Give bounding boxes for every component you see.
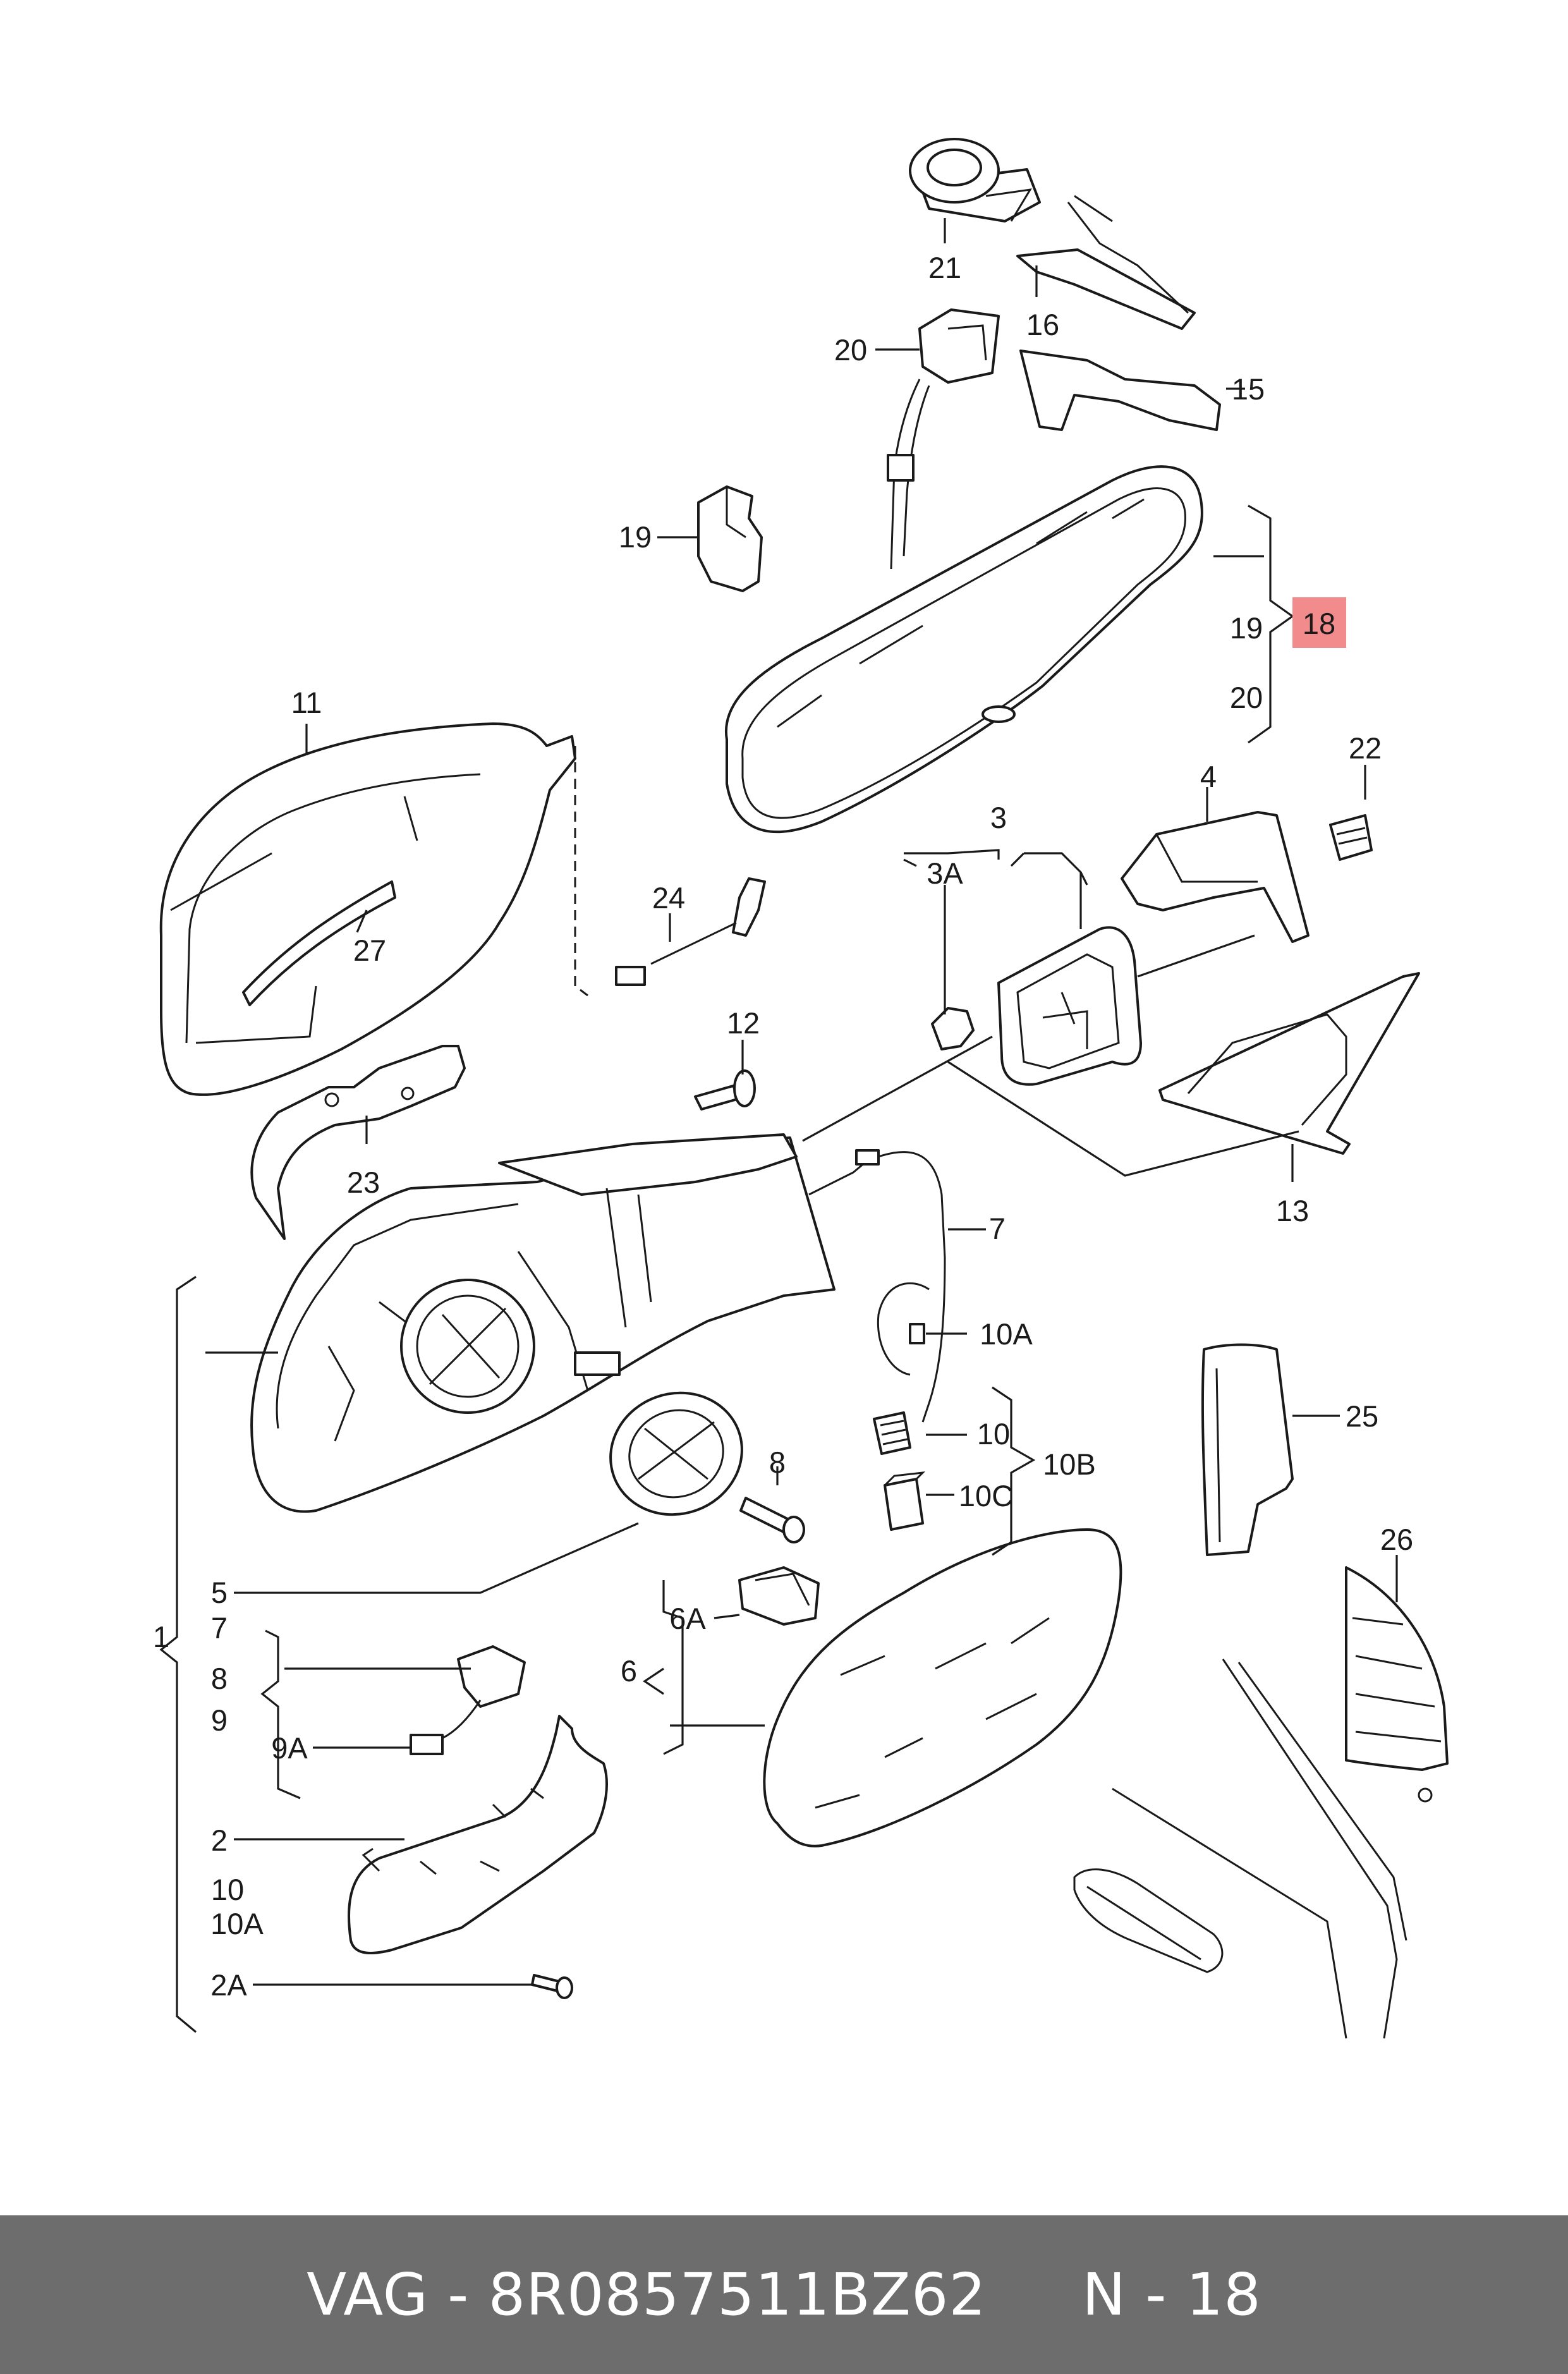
part-15-cover — [1019, 350, 1221, 431]
label-19-bracket: 19 — [619, 520, 652, 554]
label-8-switch: 8 — [211, 1662, 228, 1695]
part-22-clip — [1329, 814, 1373, 861]
part-7-cable — [808, 1149, 946, 1423]
label-5: 5 — [211, 1576, 228, 1609]
label-27: 27 — [353, 934, 386, 967]
label-10-group: 10 — [211, 1873, 244, 1906]
label-12: 12 — [727, 1006, 760, 1040]
label-21: 21 — [928, 251, 961, 284]
footer-part-number: VAG - 8R0857511BZ62 N - 18 — [307, 2261, 1261, 2328]
part-20-connector — [887, 308, 1000, 569]
label-1: 1 — [153, 1620, 169, 1653]
label-24: 24 — [652, 881, 685, 915]
label-20-top: 20 — [834, 333, 867, 367]
part-8-switch — [442, 1645, 526, 1739]
label-22: 22 — [1349, 731, 1382, 765]
label-10-connector: 10 — [977, 1417, 1010, 1451]
part-13-triangle-cover — [1158, 972, 1420, 1155]
label-16: 16 — [1026, 308, 1059, 341]
label-11: 11 — [291, 686, 322, 719]
part-2a-screw — [531, 1974, 573, 1999]
alignment-lines — [802, 934, 1299, 1177]
label-20-group: 20 — [1230, 681, 1263, 714]
part-27-strip — [242, 880, 396, 1006]
part-10c-connector — [884, 1471, 926, 1531]
part-18-interior-mirror — [724, 465, 1203, 833]
label-10c: 10C — [959, 1479, 1013, 1513]
part-8-screw — [739, 1497, 805, 1543]
highlight-18 — [1292, 597, 1346, 648]
part-3-adjuster — [931, 926, 1142, 1086]
label-3: 3 — [990, 801, 1007, 834]
part-25-cover — [1201, 1343, 1294, 1556]
door-outline — [1073, 1659, 1407, 2039]
label-10a-group: 10A — [210, 1907, 264, 1940]
part-23-bracket — [250, 1045, 466, 1240]
part-10-connector — [873, 1411, 911, 1455]
label-10a-cable: 10A — [980, 1317, 1033, 1351]
label-19-group: 19 — [1230, 611, 1263, 645]
part-12-screw — [694, 1069, 756, 1111]
part-6-mirror-glass — [763, 1528, 1122, 1847]
label-2a: 2A — [210, 1968, 247, 2002]
guide-line-11 — [574, 746, 588, 997]
part-10a-connector — [909, 1323, 925, 1344]
label-4: 4 — [1200, 760, 1217, 793]
label-9a: 9A — [271, 1731, 308, 1765]
part-24-wire — [615, 877, 766, 986]
label-8-screw: 8 — [769, 1446, 786, 1479]
label-13: 13 — [1276, 1194, 1309, 1227]
part-9a-connector — [410, 1734, 444, 1755]
label-15: 15 — [1232, 372, 1265, 406]
label-26: 26 — [1380, 1523, 1413, 1556]
part-19-bracket — [697, 485, 763, 592]
footer-bar: VAG - 8R0857511BZ62 N - 18 — [0, 2215, 1568, 2374]
label-7-cable: 7 — [989, 1212, 1006, 1245]
part-labels: 21 16 15 20 19 19 18 20 11 27 24 12 3 3A… — [153, 251, 1413, 2002]
parts-diagram: 21 16 15 20 19 19 18 20 11 27 24 12 3 3A… — [153, 138, 1449, 2039]
part-2-lower-cover — [348, 1715, 608, 1954]
leader-lines — [159, 218, 1398, 2033]
label-3a: 3A — [927, 856, 963, 890]
label-23: 23 — [347, 1166, 380, 1199]
part-1-mirror-base — [250, 1133, 836, 1513]
label-18: 18 — [1303, 607, 1335, 640]
label-25: 25 — [1346, 1399, 1378, 1433]
label-10b: 10B — [1043, 1447, 1096, 1481]
label-2: 2 — [211, 1823, 228, 1857]
label-7-group: 7 — [211, 1611, 228, 1645]
part-26-cover — [1345, 1566, 1449, 1803]
label-9: 9 — [211, 1703, 228, 1737]
part-21-sensor — [909, 138, 1041, 222]
part-4-cover — [1121, 811, 1310, 943]
part-6a-connector — [738, 1566, 820, 1626]
part-5-motor-disc — [609, 1391, 743, 1516]
label-6a: 6A — [669, 1602, 706, 1635]
label-6: 6 — [621, 1654, 637, 1688]
